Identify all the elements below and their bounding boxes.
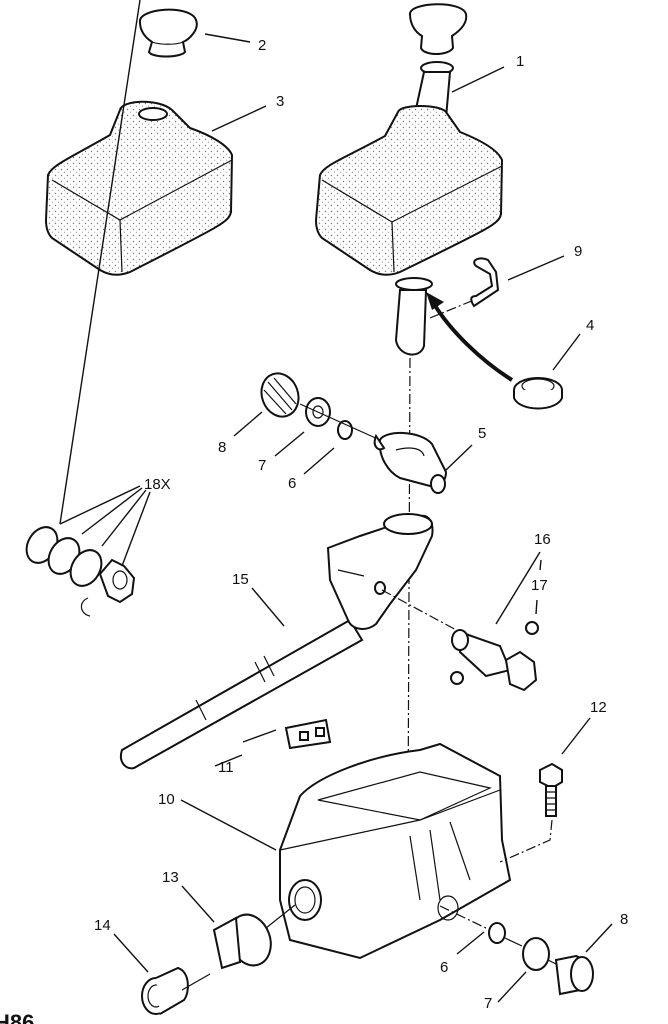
callout-18x: 18X	[144, 476, 171, 493]
upper-plug-bushing-parts	[260, 372, 381, 441]
callout-16: 16	[534, 531, 551, 548]
lower-plug-bushing-parts	[439, 905, 594, 996]
detent-pin-part	[381, 589, 539, 692]
callout-12: 12	[590, 699, 607, 716]
callout-7-upper: 7	[258, 457, 266, 474]
callout-10: 10	[158, 791, 175, 808]
callout-3: 3	[276, 93, 284, 110]
shift-knob-part	[139, 8, 198, 58]
shifter-housing-part	[279, 742, 512, 960]
pivot-block-part	[373, 431, 448, 494]
callout-4: 4	[586, 317, 594, 334]
shift-rod-part	[120, 513, 434, 770]
bushing-part	[141, 966, 211, 1015]
retaining-clip-part	[470, 257, 500, 308]
callout-5: 5	[478, 425, 486, 442]
callout-17: 17	[531, 577, 548, 594]
leader-lines	[59, 0, 613, 1003]
arrow-head-icon	[426, 292, 444, 310]
plate-with-studs-part	[284, 718, 332, 750]
cap-part	[513, 377, 563, 410]
assembly-arrow	[432, 302, 514, 382]
figure-code: H86	[0, 1010, 34, 1024]
callout-2: 2	[258, 37, 266, 54]
shift-lever-assembly-part	[314, 3, 504, 356]
callout-1: 1	[516, 53, 524, 70]
callout-6-upper: 6	[288, 475, 296, 492]
seal-retainer-part	[212, 904, 296, 970]
repair-kit-parts	[25, 526, 136, 617]
shift-boot-part	[44, 100, 234, 276]
callout-6-lower: 6	[440, 959, 448, 976]
callout-13: 13	[162, 869, 179, 886]
callout-9: 9	[574, 243, 582, 260]
callout-14: 14	[94, 917, 111, 934]
bolt-part	[499, 762, 563, 863]
callout-8-lower: 8	[620, 911, 628, 928]
callout-11: 11	[218, 759, 234, 776]
callout-7-lower: 7	[484, 995, 492, 1012]
callout-8-upper: 8	[218, 439, 226, 456]
callout-15: 15	[232, 571, 249, 588]
